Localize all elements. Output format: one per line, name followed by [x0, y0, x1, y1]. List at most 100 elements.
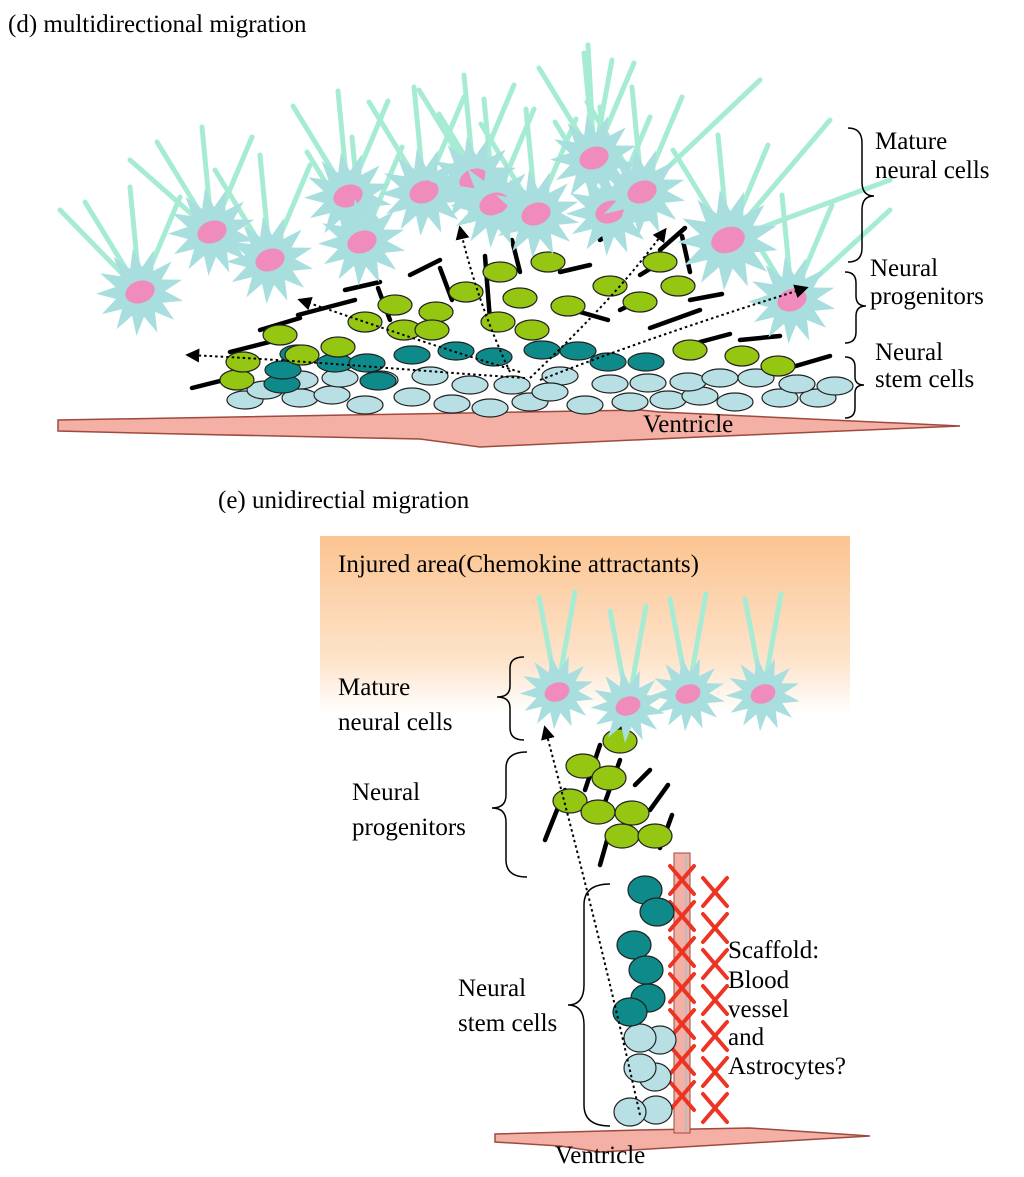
astrocyte-mark [701, 912, 729, 944]
progenitor-process [577, 309, 611, 323]
progenitor-process [737, 333, 783, 343]
progenitor-process [295, 297, 358, 318]
stem-cell [669, 372, 707, 392]
progenitor-cell [284, 344, 320, 366]
stem-cell [628, 955, 664, 985]
cell-nucleus [255, 248, 285, 272]
neural-progenitors-e [552, 728, 673, 849]
panel-d: (d) multidirectional migration Ventricle [8, 11, 990, 448]
stem-cell [761, 388, 799, 408]
mature-neural-cell [590, 669, 665, 744]
panel-e: (e) unidirectial migration Injured area(… [218, 487, 871, 1169]
migration-arrows-d [185, 225, 809, 381]
progenitor-cell [418, 301, 454, 323]
label-scaffold-3: vessel [728, 996, 789, 1023]
cell-nucleus [579, 146, 609, 170]
label-mature-d-1: Mature [875, 128, 947, 155]
progenitor-cell [219, 369, 255, 391]
migration-arrow [455, 225, 511, 373]
label-scaffold-4: and [728, 1024, 765, 1051]
progenitor-cell [604, 823, 640, 849]
label-progenitors-e-1: Neural [352, 779, 420, 806]
cell-nucleus [615, 696, 641, 716]
label-stem-e-2: stem cells [458, 1010, 557, 1037]
stem-cell [589, 352, 627, 372]
astrocyte-mark [668, 1080, 696, 1112]
migration-arrow [297, 296, 521, 373]
cell-nucleus [409, 180, 439, 204]
migration-arrow [529, 227, 667, 379]
injured-area-label: Injured area(Chemokine attractants) [338, 551, 699, 578]
astrocyte-mark [668, 972, 696, 1004]
progenitor-cell [502, 287, 538, 309]
mature-neural-cell [96, 248, 184, 336]
progenitor-process [632, 767, 653, 788]
progenitor-cell [347, 311, 383, 333]
label-mature-e-2: neural cells [338, 709, 453, 736]
label-scaffold-5: Astrocytes? [728, 1053, 846, 1080]
cell-nucleus [197, 220, 227, 244]
progenitor-process [647, 307, 703, 331]
stem-cell [623, 1053, 657, 1083]
label-scaffold-1: Scaffold: [728, 937, 819, 964]
mature-neural-cell [598, 148, 686, 236]
mature-neural-cell [492, 170, 580, 258]
stem-cell [433, 394, 471, 414]
stem-cell [313, 385, 351, 405]
label-stem-d-2: stem cells [875, 366, 974, 393]
neural-progenitors-d [219, 251, 796, 391]
migration-arrow [539, 284, 809, 381]
cell-nucleus [347, 230, 377, 254]
stem-cell [566, 395, 604, 415]
mature-neural-cells-d [96, 114, 836, 344]
progenitor-cell [225, 351, 261, 373]
progenitor-cell [377, 294, 413, 316]
stem-cell [778, 374, 816, 394]
stem-cell [393, 387, 431, 407]
stem-cell [359, 371, 397, 391]
progenitor-cell [591, 765, 627, 791]
mature-neural-cells-e [519, 655, 800, 744]
progenitor-cell [552, 788, 588, 814]
progenitor-cell [530, 251, 566, 273]
neural-stem-cells-e [612, 875, 677, 1127]
progenitor-cell [622, 291, 658, 313]
stem-cell [493, 375, 531, 395]
stem-cell [611, 392, 649, 412]
progenitor-cell [724, 345, 760, 367]
stem-cell [627, 352, 665, 372]
cell-nucleus [750, 684, 776, 704]
astrocyte-mark [668, 864, 696, 896]
mature-neural-cell [677, 190, 778, 291]
mature-neural-cell [226, 216, 314, 304]
stem-cell [639, 897, 675, 927]
cell-nucleus [711, 226, 745, 254]
stem-cell [816, 376, 854, 396]
label-mature-d-2: neural cells [875, 157, 990, 184]
stem-cell [613, 1097, 647, 1127]
stem-cell [346, 395, 384, 415]
brace-stem-e [567, 883, 611, 1127]
stem-cell [559, 341, 597, 361]
stem-cell [437, 341, 475, 361]
progenitor-process [687, 291, 725, 303]
astrocytes [668, 864, 729, 1124]
migration-arrow-e [541, 725, 641, 1116]
progenitor-cell [320, 336, 356, 358]
stem-cell [523, 340, 561, 360]
mature-neural-cell [168, 188, 256, 276]
stem-cell [531, 382, 569, 402]
stem-cell [475, 347, 513, 367]
mature-neural-cell [519, 655, 594, 730]
stem-cell [616, 930, 652, 960]
progenitor-cell [592, 275, 628, 297]
astrocyte-mark [701, 1092, 729, 1124]
brace-stem-d [844, 356, 865, 419]
progenitor-cell [262, 324, 298, 346]
progenitor-cell [414, 319, 450, 341]
cell-nucleus [544, 682, 570, 702]
progenitor-process [647, 782, 671, 813]
progenitor-cell [514, 319, 550, 341]
astrocyte-mark [701, 876, 729, 908]
ventricle-floor-d [57, 409, 961, 448]
